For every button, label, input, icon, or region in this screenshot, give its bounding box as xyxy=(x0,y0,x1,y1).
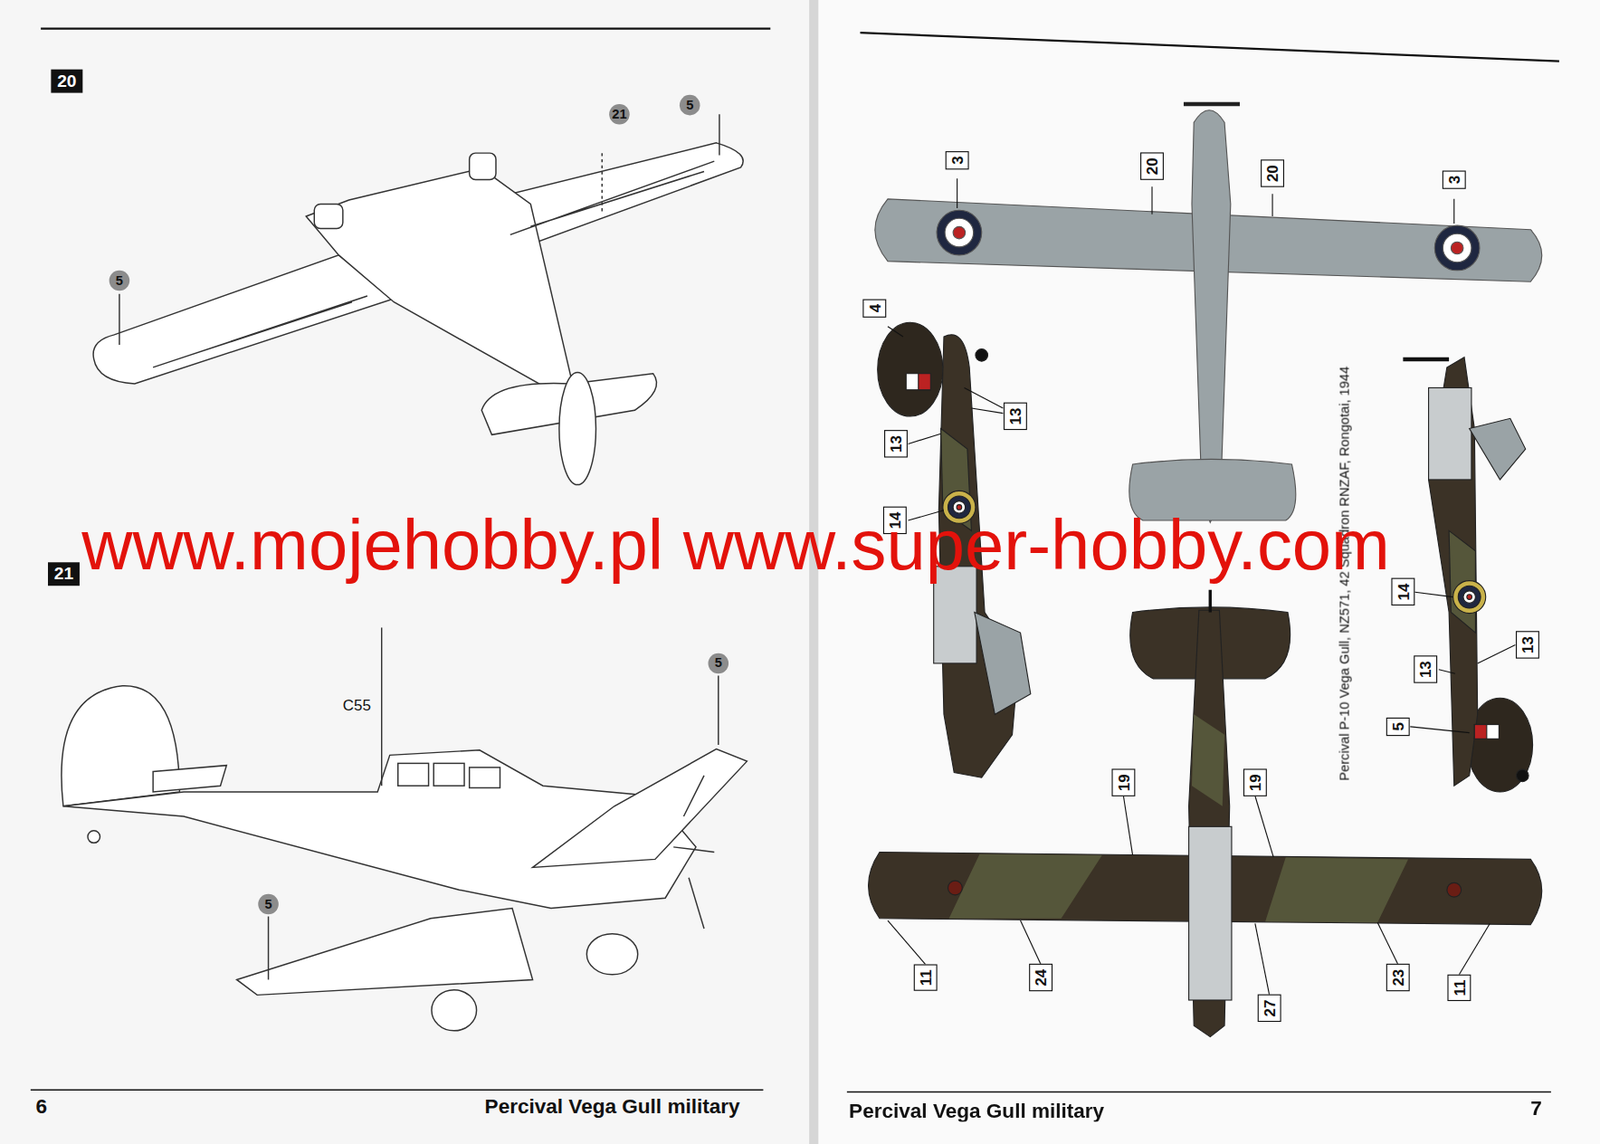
decal-callout: 19 xyxy=(1111,769,1135,797)
decal-callout: 11 xyxy=(914,964,938,991)
page-number: 7 xyxy=(1530,1097,1543,1119)
decal-callout: 13 xyxy=(1515,631,1540,659)
part-callout: 5 xyxy=(257,894,279,915)
decal-callout: 19 xyxy=(1243,769,1267,797)
decal-callout: 5 xyxy=(1386,716,1410,736)
decal-callout: 14 xyxy=(1390,578,1415,606)
decal-callout: 27 xyxy=(1257,994,1282,1022)
decal-callout: 11 xyxy=(1447,974,1471,1001)
decal-callout: 23 xyxy=(1386,963,1410,991)
decal-callout: 3 xyxy=(945,151,970,171)
decal-callout: 13 xyxy=(1003,402,1028,430)
decal-callout: 4 xyxy=(862,298,886,318)
decal-callout: 13 xyxy=(884,429,908,458)
decal-callout: 24 xyxy=(1028,963,1053,991)
part-label: C55 xyxy=(342,696,372,713)
part-callout: 5 xyxy=(679,95,701,116)
part-callout: 21 xyxy=(609,104,630,125)
footer-title: Percival Vega Gull military xyxy=(848,1099,1105,1121)
part-callout: 5 xyxy=(109,270,131,292)
page-number: 6 xyxy=(35,1095,48,1117)
step-number: 20 xyxy=(50,69,83,94)
decal-callout: 13 xyxy=(1413,656,1438,684)
decal-callout: 20 xyxy=(1140,152,1164,181)
decal-callout: 20 xyxy=(1260,160,1285,188)
watermark: www.mojehobby.pl www.super-hobby.com xyxy=(81,510,1391,581)
part-callout: 5 xyxy=(708,653,730,675)
footer-title: Percival Vega Gull military xyxy=(485,1095,741,1117)
step-number: 21 xyxy=(47,561,80,586)
decal-callout: 3 xyxy=(1442,170,1467,190)
